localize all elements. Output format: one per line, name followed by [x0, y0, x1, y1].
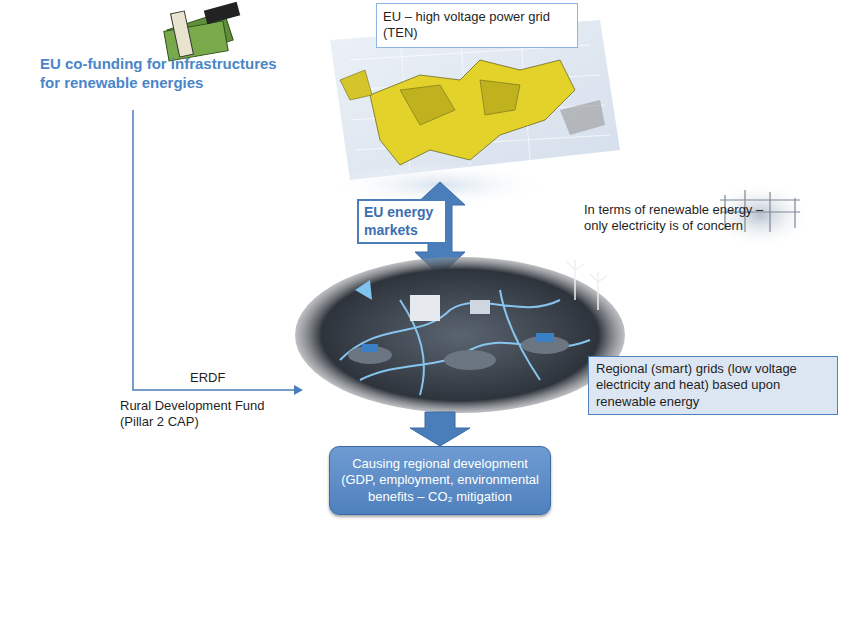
- funding-label: EU co-funding for infrastructures for re…: [40, 55, 280, 93]
- node-text: EU energy markets: [364, 204, 440, 239]
- outcome-box: Causing regional development (GDP, emplo…: [329, 446, 551, 515]
- eu-map: [330, 20, 620, 207]
- down-arrow: [410, 412, 470, 446]
- node-text: Causing regional development (GDP, emplo…: [340, 456, 540, 505]
- money-icon: [164, 2, 240, 61]
- market-box: EU energy markets: [357, 199, 447, 244]
- regional-grid-illustration: [295, 257, 625, 413]
- funding-line: [133, 110, 303, 395]
- node-text: EU – high voltage power grid (TEN): [383, 9, 571, 42]
- grid-title-box: EU – high voltage power grid (TEN): [376, 3, 578, 48]
- fund-label: Rural Development Fund (Pillar 2 CAP): [120, 398, 290, 431]
- regional-grid-box: Regional (smart) grids (low voltage elec…: [588, 356, 838, 415]
- fund-label: ERDF: [190, 370, 270, 386]
- node-text: Regional (smart) grids (low voltage elec…: [596, 361, 830, 410]
- note-label: In terms of renewable energy – only elec…: [584, 202, 774, 235]
